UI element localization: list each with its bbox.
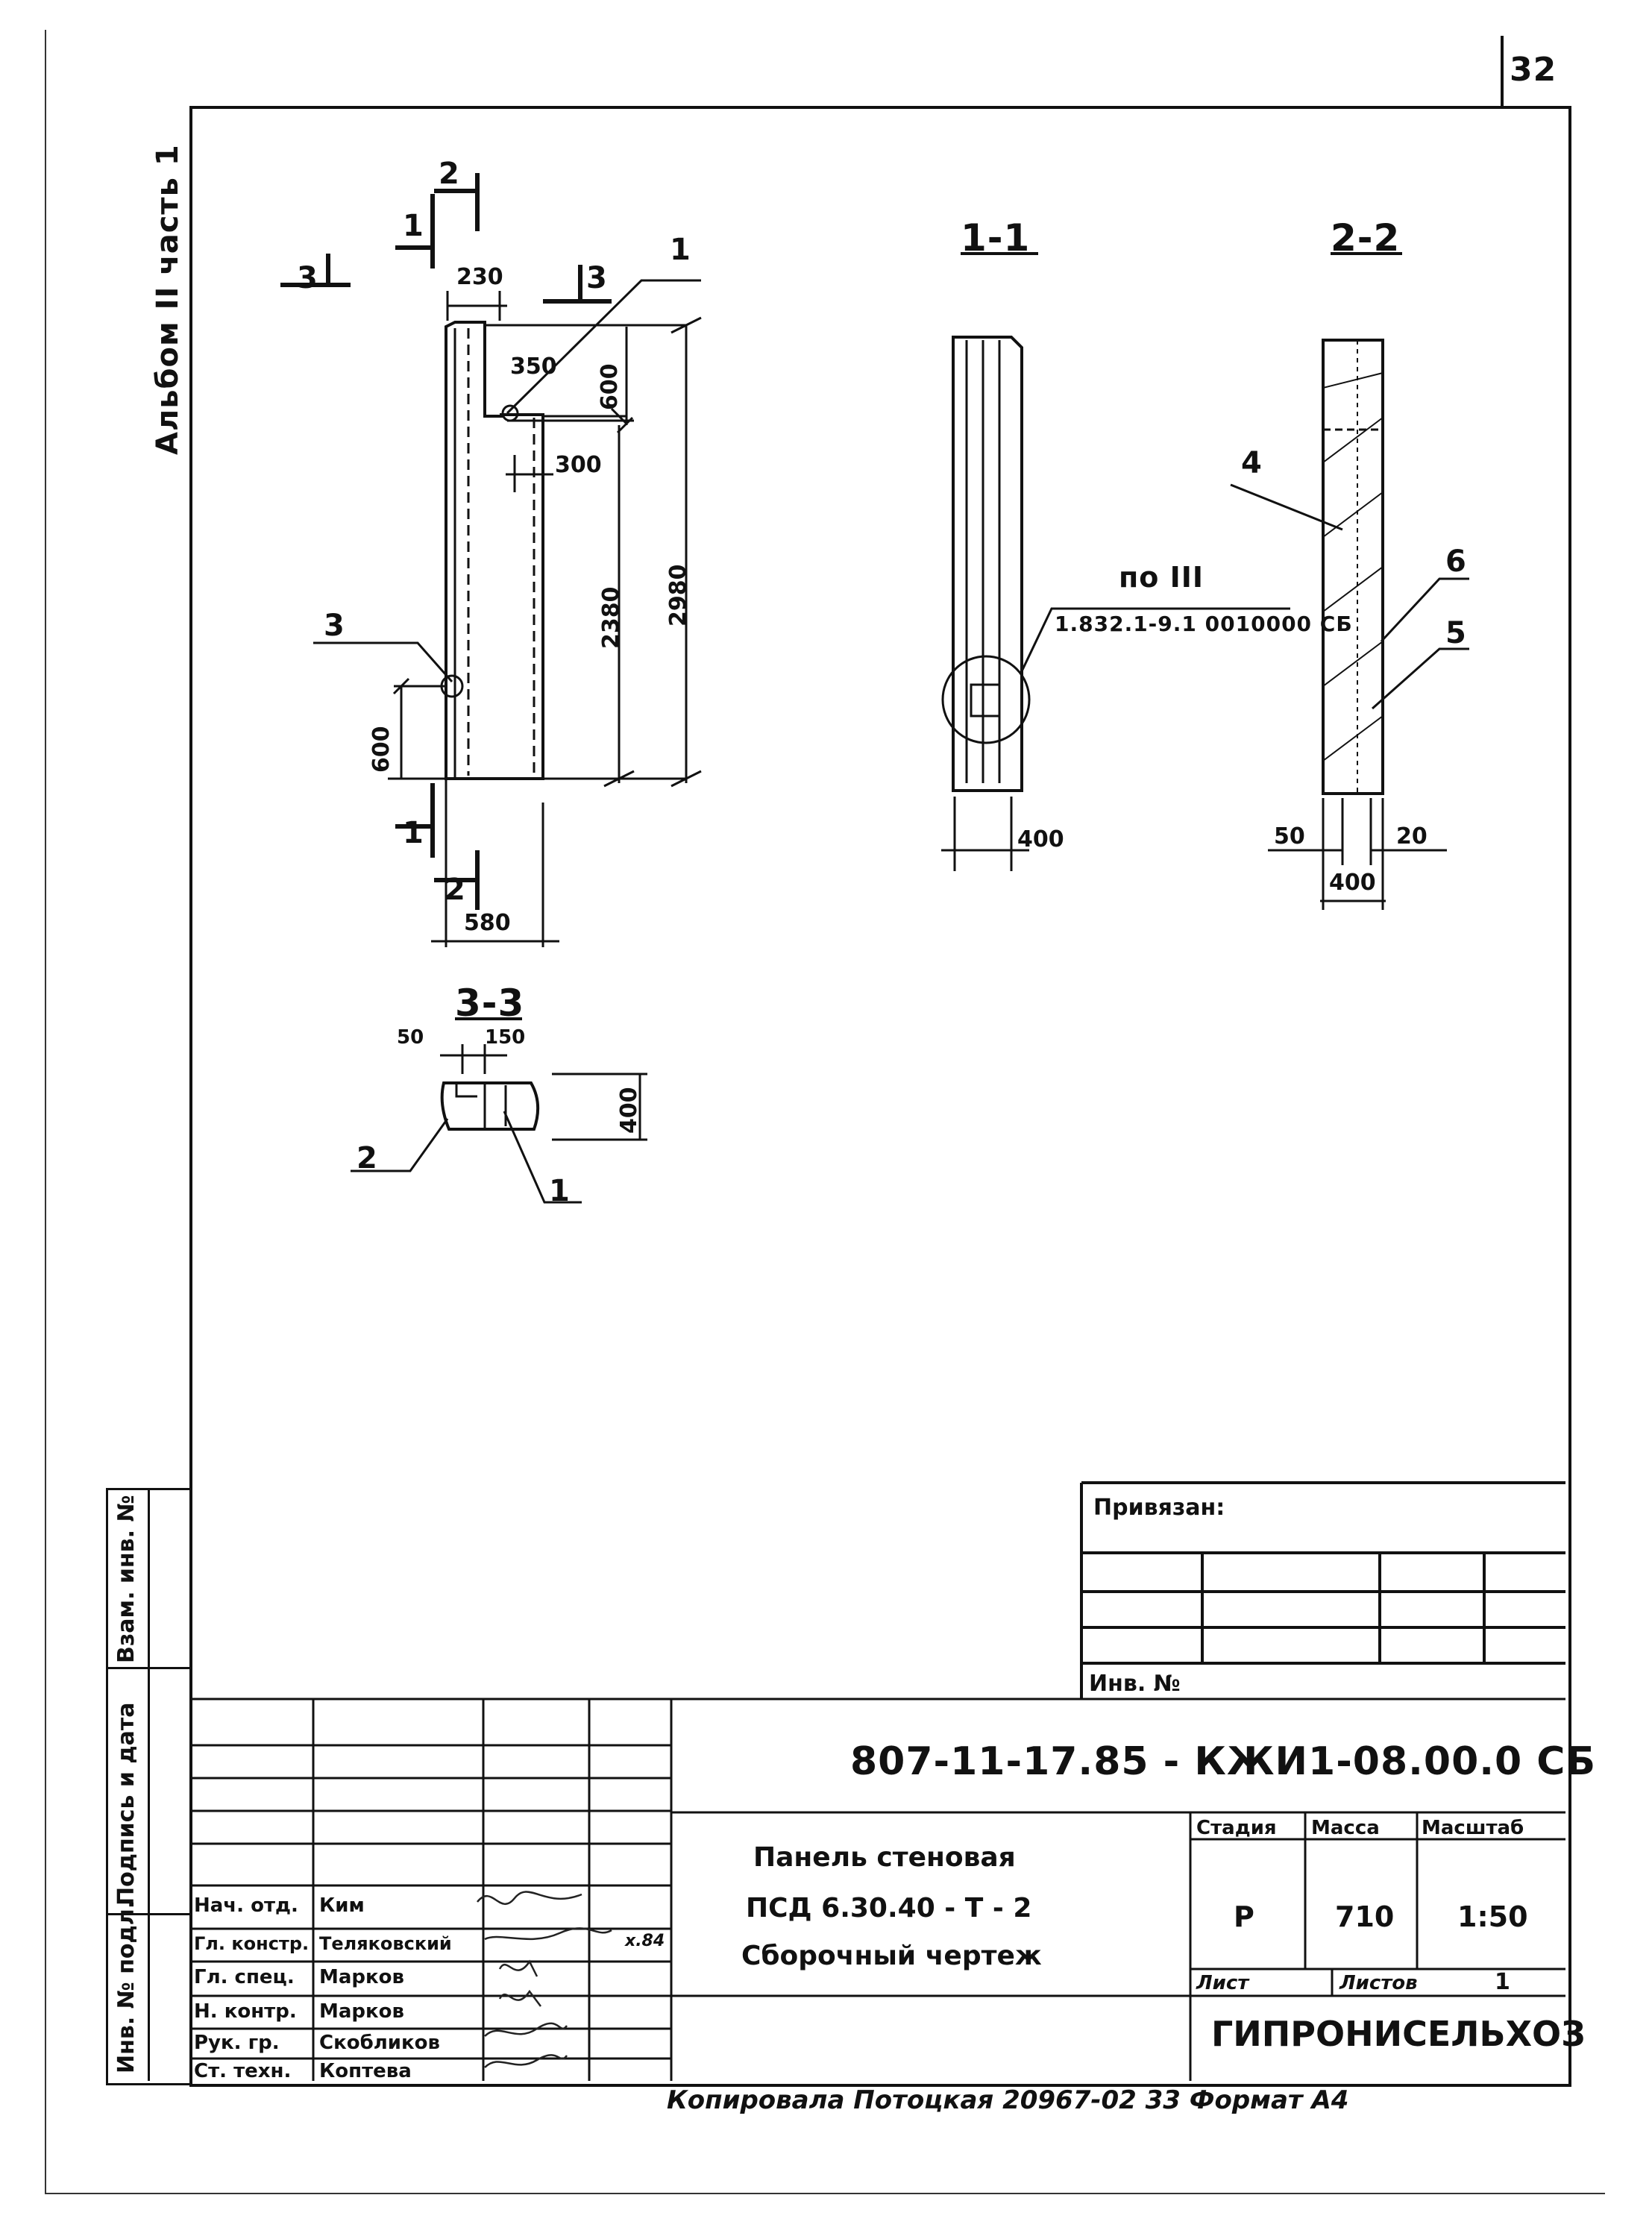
- section-3-3-title: 3-3: [455, 982, 525, 1025]
- callout-6: 6: [1445, 544, 1467, 579]
- cut-label-3-left: 3: [297, 261, 318, 295]
- section-2-2-title: 2-2: [1331, 216, 1401, 260]
- dim-base-width: 580: [464, 910, 511, 936]
- callout-1-main: 1: [670, 233, 691, 267]
- role-1: Гл. констр.: [194, 1933, 310, 1954]
- cut-label-3-right: 3: [586, 261, 608, 295]
- cut-label-2-top: 2: [439, 157, 460, 191]
- doc-name-3: Сборочный чертеж: [741, 1941, 1042, 1971]
- section-1-1-title: 1-1: [961, 216, 1031, 260]
- section-3-3-outline: [440, 1081, 540, 1131]
- sheet-number-box: [1501, 36, 1565, 109]
- dim-inner: 300: [555, 452, 602, 478]
- col-mass: Масса: [1311, 1817, 1380, 1839]
- col-scale: Масштаб: [1422, 1817, 1524, 1839]
- dim-section-2-2-right: 20: [1396, 823, 1428, 850]
- date-note: х.84: [625, 1932, 665, 1950]
- dim-section-2-2-left: 50: [1274, 823, 1305, 850]
- scale-value: 1:50: [1457, 1900, 1528, 1933]
- dim-top-width: 230: [456, 264, 503, 290]
- section-1-1-outline: [952, 336, 1023, 792]
- callout-1-s33: 1: [549, 1174, 571, 1208]
- side-stamp-col-text: [106, 1488, 150, 2081]
- ref-code: 1.832.1-9.1 0010000 СБ: [1055, 612, 1353, 636]
- name-4: Скобликов: [319, 2032, 440, 2054]
- name-0: Ким: [319, 1894, 365, 1917]
- sheets-value: 1: [1495, 1969, 1510, 1995]
- role-3: Н. контр.: [194, 2000, 297, 2023]
- footer-copy-note: Копировала Потоцкая 20967-02 33 Формат А…: [667, 2085, 1349, 2115]
- signatures: [477, 1891, 612, 2068]
- panel-elevation: [445, 321, 544, 780]
- dim-notch-height: 600: [597, 363, 623, 410]
- dim-section-3-3-400: 400: [616, 1087, 642, 1134]
- stage-value: Р: [1234, 1900, 1254, 1933]
- dim-section-3-3-50: 50: [397, 1026, 424, 1049]
- name-2: Марков: [319, 1966, 404, 1988]
- dim-lower-height: 2380: [598, 586, 624, 650]
- dim-notch-width: 350: [510, 354, 557, 380]
- dim-bottom-part: 600: [368, 726, 395, 773]
- role-0: Нач. отд.: [194, 1894, 298, 1917]
- name-1: Теляковский: [319, 1933, 452, 1954]
- doc-name-2: ПСД 6.30.40 - Т - 2: [746, 1893, 1032, 1924]
- name-3: Марков: [319, 2000, 404, 2023]
- ref-title: по III: [1119, 561, 1205, 594]
- sheets-label: Листов: [1339, 1972, 1418, 1994]
- callout-3-main: 3: [324, 609, 345, 643]
- callout-5: 5: [1445, 616, 1467, 650]
- dim-section-1-1-width: 400: [1017, 826, 1064, 852]
- sheet-number: 32: [1510, 51, 1557, 89]
- col-stage: Стадия: [1196, 1817, 1277, 1839]
- doc-name-1: Панель стеновая: [753, 1842, 1016, 1873]
- dim-total-height: 2980: [665, 564, 691, 627]
- cut-label-1-bottom: 1: [403, 816, 424, 850]
- section-2-2-outline: [1322, 339, 1384, 795]
- role-5: Ст. техн.: [194, 2060, 292, 2082]
- mass-value: 710: [1335, 1900, 1395, 1933]
- dim-section-3-3-150: 150: [485, 1026, 526, 1049]
- callout-4: 4: [1241, 446, 1263, 480]
- binding-label: Привязан:: [1093, 1495, 1225, 1521]
- inv-no-label: Инв. №: [1089, 1671, 1181, 1697]
- callout-2-s33: 2: [357, 1141, 378, 1175]
- cut-label-1-top: 1: [403, 209, 424, 243]
- role-4: Рук. гр.: [194, 2032, 280, 2054]
- cut-label-2-bottom: 2: [445, 873, 466, 907]
- name-5: Коптева: [319, 2060, 412, 2082]
- organization: ГИПРОНИСЕЛЬХОЗ: [1211, 2014, 1586, 2054]
- document-code: 807-11-17.85 - КЖИ1-08.00.0 СБ: [850, 1739, 1597, 1784]
- drawing-frame: [189, 106, 1571, 2087]
- sheet-label: Лист: [1196, 1972, 1249, 1994]
- outer-frame: [45, 30, 1605, 2194]
- dim-section-2-2-width: 400: [1329, 870, 1376, 896]
- role-2: Гл. спец.: [194, 1966, 295, 1988]
